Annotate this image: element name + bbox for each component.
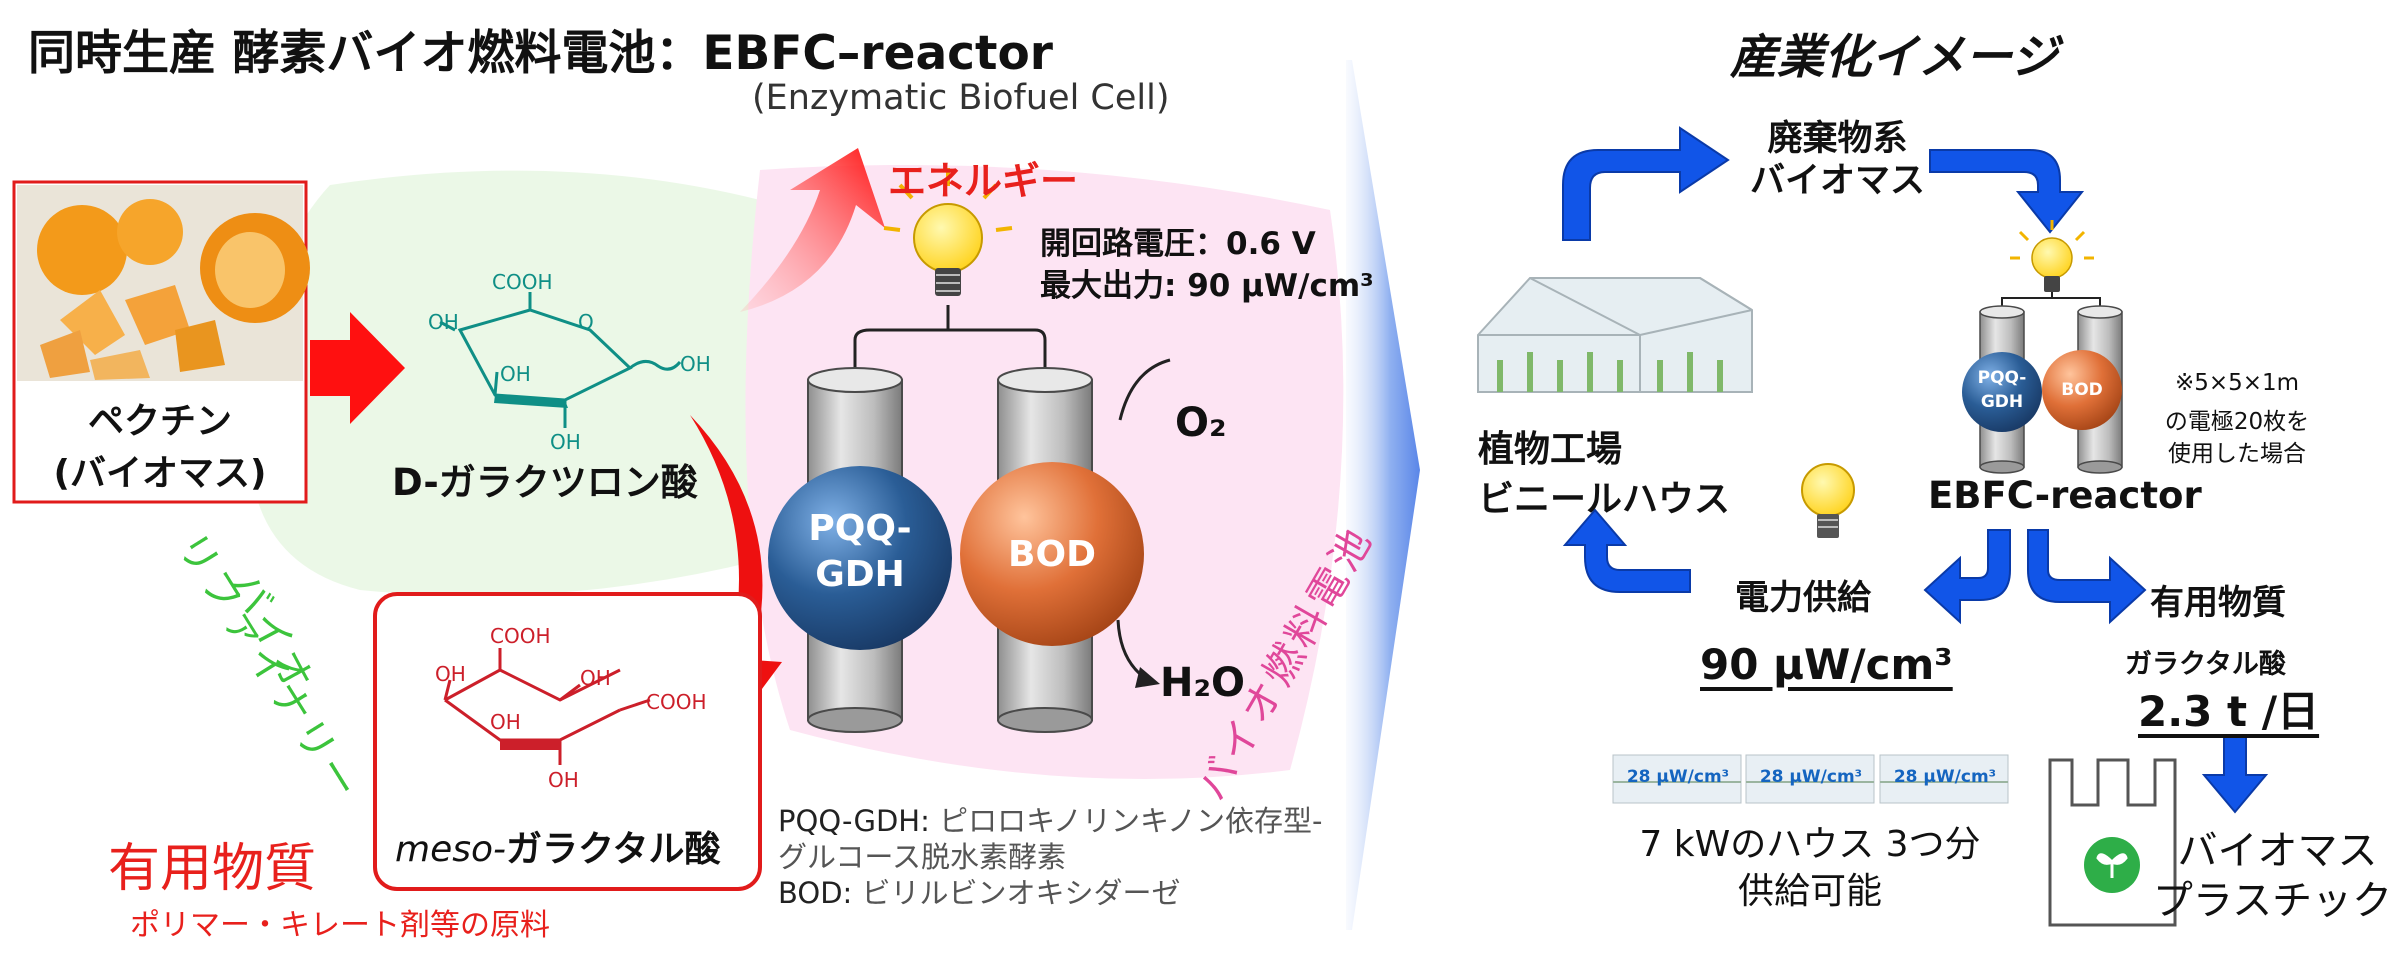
waste-biomass-line1: 廃棄物系 [1767, 119, 1908, 159]
galacturonic-oh-2: OH [500, 362, 531, 386]
mini-cell-wires [2001, 292, 2101, 310]
legend-bod-key: BOD: [778, 876, 853, 910]
mini-pqq-label-line2: GDH [1980, 392, 2024, 412]
galacturonic-ring-o: O [578, 310, 594, 334]
power-bulb-icon [1801, 463, 1855, 538]
pqq-gdh-sphere [768, 466, 952, 650]
galactaric-oh-1: OH [435, 662, 466, 686]
cell-wires [853, 305, 1047, 370]
arrow-pectin-to-galacturonic [310, 312, 405, 424]
houses-supply-line1: 7 kWのハウス 3つ分 [1639, 824, 1981, 865]
section-separator [1346, 60, 1420, 930]
pqq-sphere-label-line2: GDH [815, 554, 905, 595]
galacturonic-cooh: COOH [492, 270, 553, 294]
plastic-bag-icon [2048, 758, 2177, 927]
bioplastic-line2: プラスチック [2152, 878, 2393, 924]
energy-label: エネルギー [888, 159, 1079, 203]
legend-pqq: PQQ-GDH: ピロロキノリンキノン依存型- [778, 798, 1322, 840]
pectin-label-line2: (バイオマス) [53, 453, 267, 494]
mini-pqq-sphere [1962, 352, 2042, 432]
greenhouse-2-output: 28 µW/cm³ [1759, 767, 1863, 787]
greenhouse-1-output: 28 µW/cm³ [1626, 767, 1730, 787]
arrow-amount-to-plastic [2201, 736, 2269, 814]
arrow-waste-to-reactor [1929, 149, 2085, 234]
h2o-label: H₂O [1160, 660, 1245, 706]
arrow-greenhouse-to-waste [1562, 126, 1730, 241]
galactaric-label: meso-ガラクタル酸 [395, 820, 721, 872]
galactaric-oh-2: OH [580, 666, 611, 690]
legend-pqq-value: ピロロキノリンキノン依存型- [929, 804, 1323, 838]
arrow-reactor-to-useful [2027, 529, 2147, 625]
biorefinery-area [249, 170, 780, 596]
bod-sphere [960, 462, 1144, 646]
flow-arrows [1562, 126, 2269, 814]
mini-light-bulb-icon [2010, 220, 2094, 292]
galactaric-name: ガラクタル酸 [506, 829, 721, 870]
bod-sphere-label: BOD [1008, 534, 1096, 575]
reactor-label: EBFC-reactor [1928, 474, 2202, 517]
energy-arrow [740, 148, 885, 312]
galacturonic-oh-3: OH [550, 430, 581, 454]
houses-supply-line2: 供給可能 [1737, 871, 1882, 912]
plant-factory-line1: 植物工場 [1478, 429, 1623, 470]
useful-substance-right: 有用物質 [2150, 583, 2286, 623]
useful-substance-sub: ポリマー・キレート剤等の原料 [130, 908, 550, 943]
galactaric-cooh-1: COOH [490, 624, 551, 648]
pectin-label-line1: ペクチン [87, 401, 232, 442]
bioplastic-line1: バイオマス [2177, 828, 2378, 874]
galacturonic-oh-1: OH [428, 310, 459, 334]
electrode-note-line2: の電極20枚を [2164, 409, 2310, 435]
galactaric-oh-4: OH [548, 768, 579, 792]
pqq-sphere-label-line1: PQQ- [808, 508, 912, 549]
galactaric-right-label: ガラクタル酸 [2125, 649, 2286, 680]
electrode-note-line3: 使用した場合 [2168, 441, 2306, 467]
page-subtitle: (Enzymatic Biofuel Cell) [752, 78, 1170, 118]
page-title: 同時生産 酵素バイオ燃料電池：EBFC–reactor [28, 26, 1053, 81]
o2-label: O₂ [1175, 400, 1227, 446]
arrow-power-to-greenhouse [1562, 508, 1691, 593]
light-bulb-icon [883, 168, 1013, 296]
orange-peel-illustration [37, 199, 310, 380]
mini-bod-sphere [2042, 350, 2122, 430]
galacturonic-oh-4: OH [680, 352, 711, 376]
legend-pqq-value-line2: グルコース脱水素酵素 [778, 840, 1066, 874]
legend-bod: BOD: ビリルビンオキシダーゼ [778, 870, 1181, 912]
arrow-reactor-to-power [1923, 529, 2011, 625]
galactaric-prefix: meso- [395, 829, 506, 870]
power-supply-value: 90 µW/cm³ [1700, 640, 1953, 689]
industrialization-heading: 産業化イメージ [1730, 30, 2059, 85]
waste-biomass-line2: バイオマス [1749, 161, 1925, 201]
mini-pqq-label-line1: PQQ- [1977, 368, 2027, 388]
galacturonic-label: D-ガラクツロン酸 [392, 461, 698, 504]
greenhouse-thumbnails [1612, 754, 2009, 804]
legend-bod-value: ビリルビンオキシダーゼ [852, 876, 1181, 910]
galactaric-amount: 2.3 t /日 [2138, 687, 2320, 736]
legend-pqq-key: PQQ-GDH: [778, 804, 930, 838]
greenhouse-illustration [1477, 277, 1753, 393]
galacturonic-bold-edge [494, 395, 568, 408]
open-circuit-voltage: 開回路電圧：0.6 V [1040, 226, 1316, 262]
mini-bod-label: BOD [2061, 380, 2103, 400]
useful-substance-label: 有用物質 [108, 839, 317, 899]
plant-factory-line2: ビニールハウス [1478, 479, 1731, 520]
max-power-output: 最大出力: 90 µW/cm³ [1040, 268, 1374, 304]
galactaric-box [373, 592, 762, 891]
o2-line [1118, 358, 1171, 421]
galactaric-oh-3: OH [490, 710, 521, 734]
galactaric-cooh-2: COOH [646, 690, 707, 714]
galactaric-bold-edge [500, 740, 560, 750]
power-supply-label: 電力供給 [1735, 578, 1871, 618]
greenhouse-3-output: 28 µW/cm³ [1893, 767, 1997, 787]
electrode-note-line1: ※5×5×1m [2174, 370, 2300, 396]
